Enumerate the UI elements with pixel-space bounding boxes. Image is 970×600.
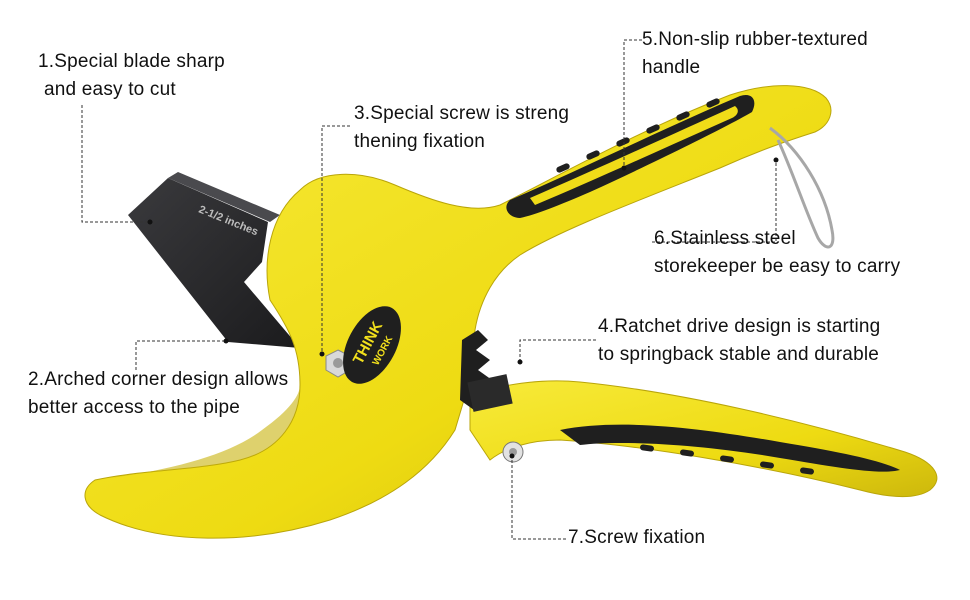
cutting-blade: 2-1/2 inches xyxy=(128,172,300,348)
callout-stainless-storekeeper: 6.Stainless steel storekeeper be easy to… xyxy=(654,225,900,281)
callout-arched-corner: 2.Arched corner design allows better acc… xyxy=(28,366,288,422)
leader-1 xyxy=(81,105,150,223)
leader-end-dots xyxy=(147,157,779,459)
callout-3-line-2: thening fixation xyxy=(354,131,486,152)
callout-special-blade: 1.Special blade sharp and easy to cut xyxy=(38,48,225,104)
callout-2-line-1: 2.Arched corner design allows xyxy=(28,369,289,390)
callout-leader-lines xyxy=(81,39,777,540)
callout-7-line-1: 7.Screw fixation xyxy=(568,527,706,548)
rubber-grip-upper xyxy=(506,94,755,218)
callout-6-line-2: storekeeper be easy to carry xyxy=(654,256,901,277)
leader-7 xyxy=(511,456,566,540)
ratchet-gear xyxy=(460,330,513,412)
callout-non-slip-handle: 5.Non-slip rubber-textured handle xyxy=(642,26,868,82)
callout-3-line-1: 3.Special screw is streng xyxy=(354,103,570,124)
stainless-storekeeper-ring xyxy=(769,126,835,249)
pivot-screw xyxy=(502,441,524,463)
leader-4 xyxy=(519,339,596,362)
callout-screw-fixation: 7.Screw fixation xyxy=(568,524,705,552)
callout-5-line-2: handle xyxy=(642,57,701,78)
callout-6-line-1: 6.Stainless steel xyxy=(654,228,796,249)
rubber-grip-lower xyxy=(640,444,814,475)
callout-2-line-2: better access to the pipe xyxy=(28,397,241,418)
leader-6 xyxy=(652,160,777,243)
callout-1-line-1: 1.Special blade sharp xyxy=(38,51,225,72)
leader-3 xyxy=(321,125,350,354)
lower-handle xyxy=(469,380,938,498)
brand-logo: THINK WORK xyxy=(343,306,401,384)
callout-special-screw: 3.Special screw is streng thening fixati… xyxy=(354,100,569,156)
callout-1-line-2: and easy to cut xyxy=(44,79,176,100)
callout-ratchet-drive: 4.Ratchet drive design is starting to sp… xyxy=(598,313,880,369)
callout-5-line-1: 5.Non-slip rubber-textured xyxy=(642,29,868,50)
callout-4-line-2: to springback stable and durable xyxy=(598,344,880,365)
leader-5 xyxy=(623,39,642,168)
callout-4-line-1: 4.Ratchet drive design is starting xyxy=(598,316,881,337)
